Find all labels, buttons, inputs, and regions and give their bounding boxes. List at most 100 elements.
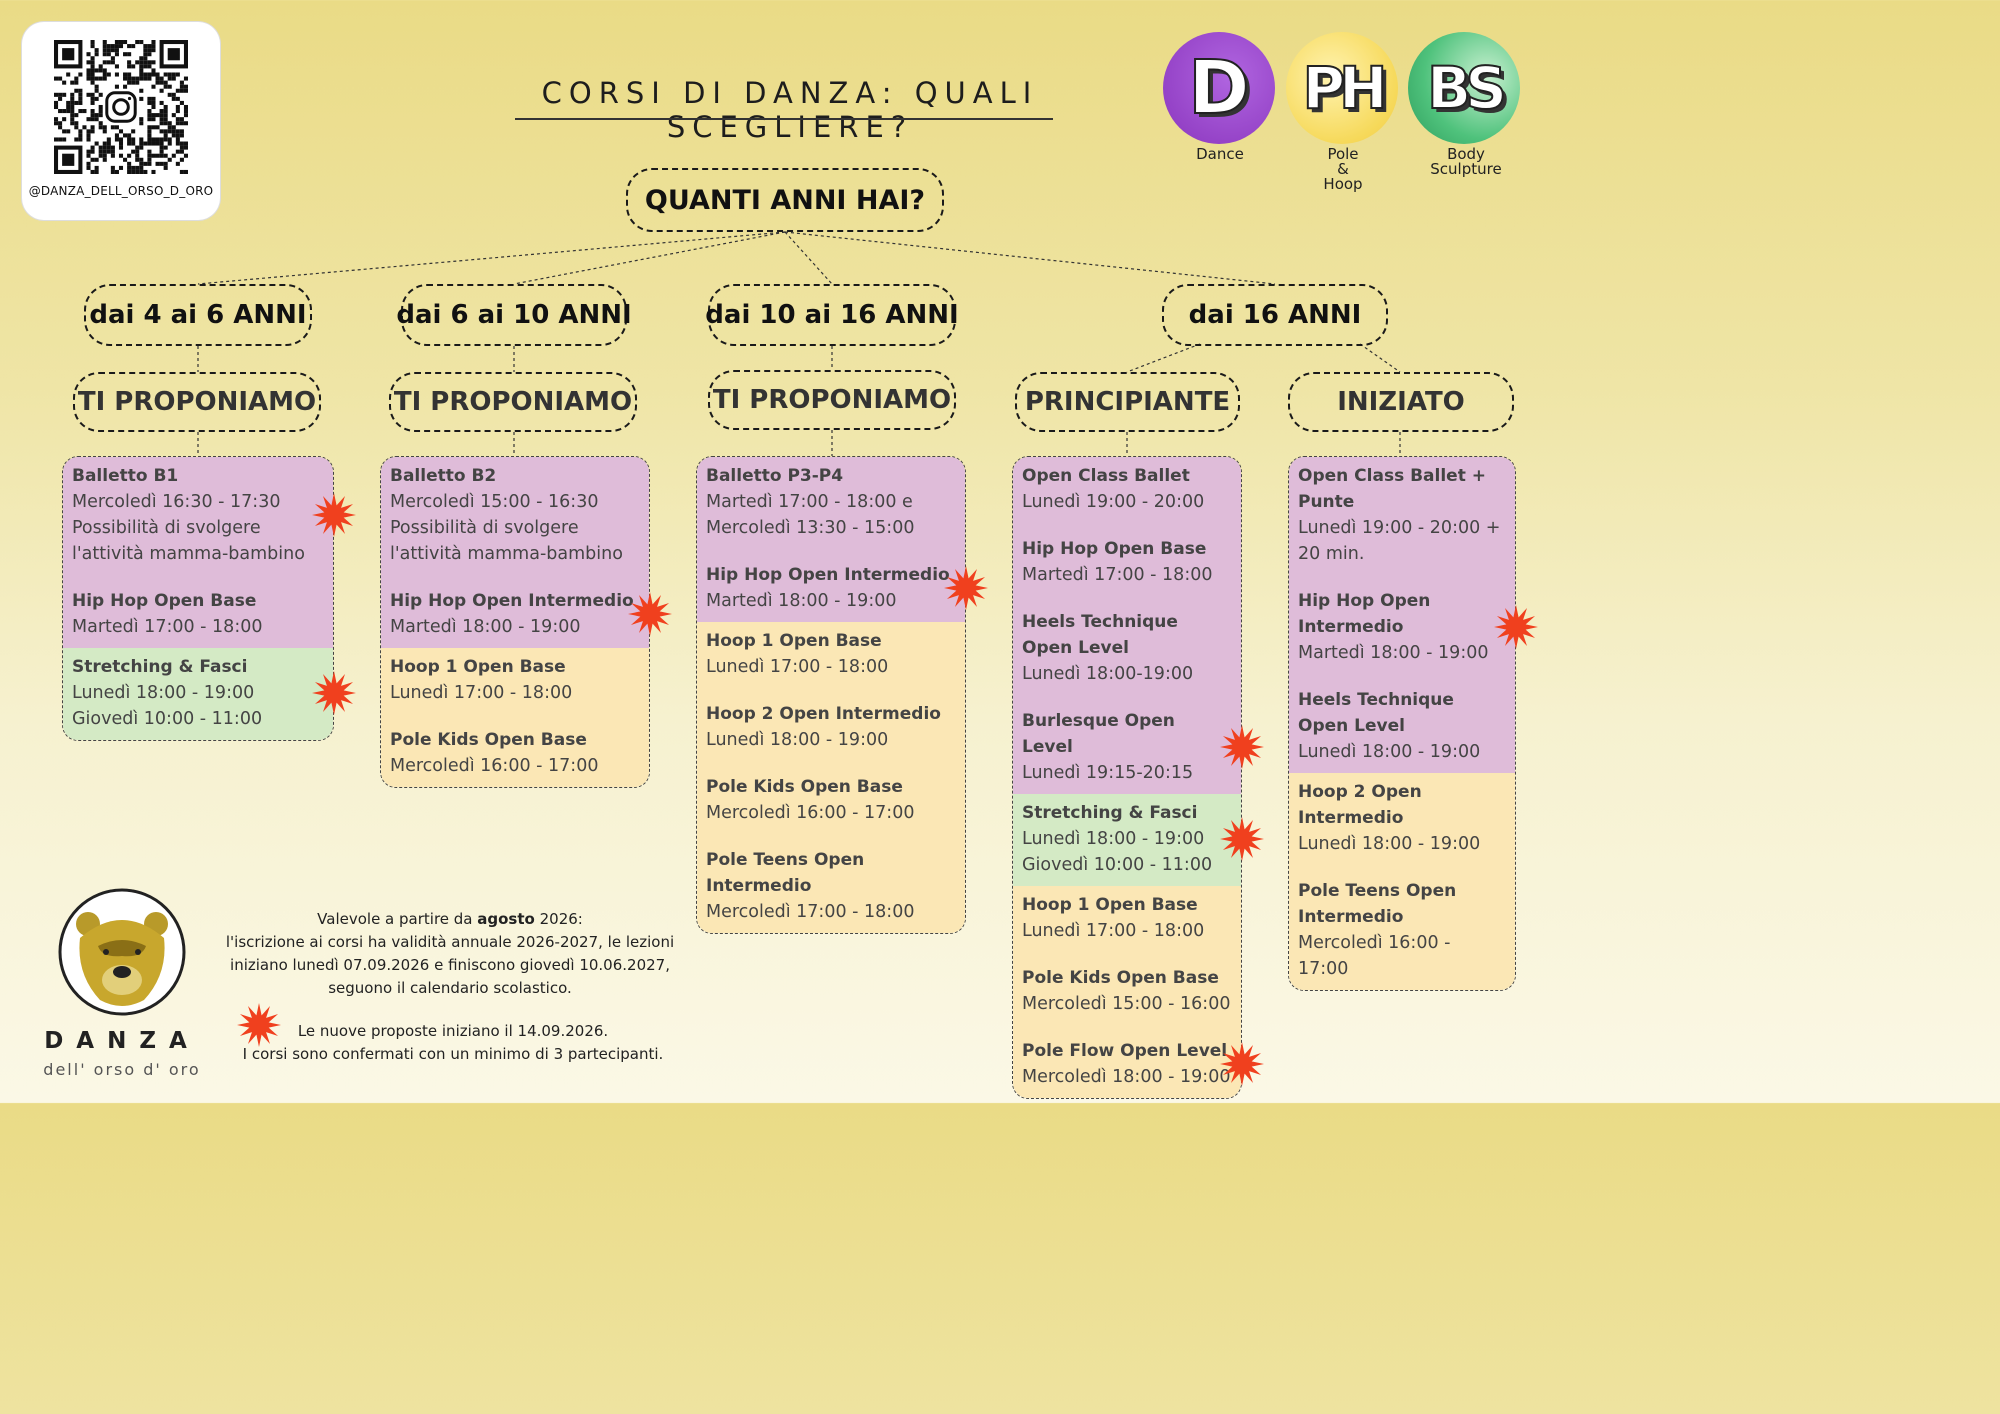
course-name: Pole Teens Open Intermedio: [706, 850, 865, 896]
new-course-star-icon: [1494, 605, 1538, 649]
course-schedule: Lunedì 18:00 - 19:00: [1022, 829, 1205, 849]
pole-hoop-caption: Pole & Hoop: [1283, 147, 1403, 192]
course-schedule: Martedì 17:00 - 18:00 e: [706, 492, 913, 512]
instagram-qr-card[interactable]: @DANZA_DELL_ORSO_D_ORO: [22, 22, 220, 220]
course-schedule: Mercoledì 16:30 - 17:30: [72, 492, 281, 512]
dance-logo-letters: D: [1187, 44, 1250, 132]
course-schedule: Mercoledì 13:30 - 15:00: [706, 518, 915, 538]
validity-line: seguono il calendario scolastico.: [328, 979, 572, 997]
course-name: Hip Hop Open Intermedio: [706, 565, 950, 585]
course-name: Open Class Ballet: [1022, 466, 1190, 486]
dance-logo: D: [1163, 32, 1275, 144]
new-course-star-icon: [1220, 1042, 1264, 1086]
intermediate-header: INIZIATO: [1288, 372, 1514, 432]
pole-hoop-caption-line: Hoop: [1323, 175, 1363, 193]
new-courses-note: Le nuove proposte iniziano il 14.09.2026…: [218, 1020, 688, 1066]
suggestion-header-6-10: TI PROPONIAMO: [389, 372, 637, 432]
new-course-star-icon: [1220, 817, 1264, 861]
course-name: Heels Technique Open Level: [1022, 612, 1178, 658]
course-schedule: 20 min.: [1298, 544, 1365, 564]
course-name: Hip Hop Open Base: [72, 591, 257, 611]
validity-line: l'iscrizione ai corsi ha validità annual…: [225, 933, 675, 951]
course-schedule: Mercoledì 15:00 - 16:00: [1022, 994, 1231, 1014]
bear-logo: [58, 888, 186, 1016]
course-schedule: Lunedì 18:00 - 19:00: [1298, 742, 1481, 762]
dance-caption: Dance: [1196, 145, 1244, 163]
body-sculpture-caption-line: Sculpture: [1430, 160, 1502, 178]
suggestion-header-4-6: TI PROPONIAMO: [73, 372, 321, 432]
course-schedule: Lunedì 19:00 - 20:00: [1022, 492, 1205, 512]
tree-connectors: [197, 231, 1401, 456]
age-group-4-6: dai 4 ai 6 ANNI: [84, 284, 312, 346]
course-schedule: Martedì 17:00 - 18:00: [72, 617, 263, 637]
course-schedule: Mercoledì 16:00 - 17:00: [390, 756, 599, 776]
validity-month: agosto: [477, 910, 535, 928]
course-schedule: l'attività mamma-bambino: [390, 544, 623, 564]
course-schedule: Lunedì 17:00 - 18:00: [390, 683, 573, 703]
course-name: Balletto P3-P4: [706, 466, 844, 486]
course-name: Heels Technique Open Level: [1298, 690, 1454, 736]
course-schedule: Mercoledì 17:00 - 18:00: [706, 902, 915, 922]
body-sculpture-logo: BS: [1408, 32, 1520, 144]
course-schedule: Mercoledì 16:00 - 17:00: [706, 803, 915, 823]
course-name: Balletto B1: [72, 466, 179, 486]
course-schedule: Mercoledì 18:00 - 19:00: [1022, 1067, 1231, 1087]
course-name: Burlesque Open Level: [1022, 711, 1175, 757]
course-schedule: Mercoledì 15:00 - 16:30: [390, 492, 599, 512]
age-question-box: QUANTI ANNI HAI?: [626, 168, 944, 232]
age-group-16-plus: dai 16 ANNI: [1162, 284, 1388, 346]
course-schedule: Lunedì 17:00 - 18:00: [1022, 921, 1205, 941]
course-schedule: Martedì 18:00 - 19:00: [390, 617, 581, 637]
pole-hoop-logo: PH: [1286, 32, 1398, 144]
course-name: Open Class Ballet + Punte: [1298, 466, 1487, 512]
course-name: Pole Kids Open Base: [1022, 968, 1219, 988]
course-name: Balletto B2: [390, 466, 497, 486]
age-group-6-10: dai 6 ai 10 ANNI: [396, 284, 632, 346]
course-schedule: Martedì 17:00 - 18:00: [1022, 565, 1213, 585]
suggestion-header-10-16: TI PROPONIAMO: [708, 370, 956, 430]
course-name: Hoop 2 Open Intermedio: [706, 704, 941, 724]
course-schedule: Lunedì 18:00 - 19:00: [1298, 834, 1481, 854]
course-schedule: Lunedì 18:00 - 19:00: [72, 683, 255, 703]
course-name: Hoop 2 Open Intermedio: [1298, 782, 1422, 828]
course-name: Hip Hop Open Base: [1022, 539, 1207, 559]
page-title: CORSI DI DANZA: QUALI SCEGLIERE?: [541, 76, 1039, 144]
title-underline: [515, 118, 1053, 120]
qr-code-image[interactable]: [54, 40, 188, 174]
validity-first-line: Valevole a partire da agosto 2026:: [317, 910, 583, 928]
body-sculpture-logo-letters: BS: [1426, 53, 1508, 123]
course-name: Stretching & Fasci: [1022, 803, 1198, 823]
course-schedule: Possibilità di svolgere: [390, 518, 579, 538]
course-name: Hoop 1 Open Base: [706, 631, 882, 651]
